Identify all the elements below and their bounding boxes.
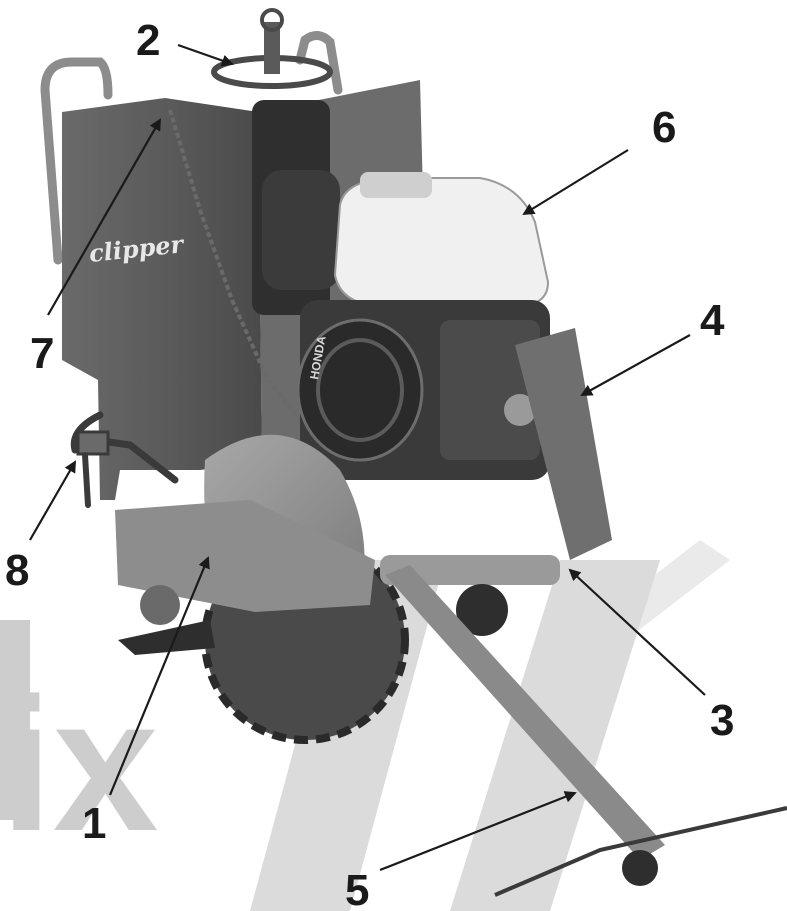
- arrow-2: [177, 43, 234, 67]
- callout-7: 7: [30, 329, 54, 378]
- arrow-5: [379, 791, 577, 872]
- chain: [168, 109, 302, 422]
- callout-labels: 1 2 3 4 5 6 7 8: [5, 16, 734, 911]
- arrow-7: [47, 118, 161, 316]
- callout-6: 6: [652, 103, 676, 152]
- callout-arrows: [29, 43, 706, 872]
- callout-4: 4: [700, 296, 725, 345]
- fuel-tank: [333, 172, 550, 306]
- engine: HONDA: [296, 300, 550, 480]
- front-base: [115, 500, 375, 655]
- callout-3: 3: [710, 696, 734, 745]
- belt-guard: [515, 328, 612, 560]
- handwheel: [211, 8, 333, 89]
- callout-5: 5: [345, 866, 369, 911]
- callout-2: 2: [136, 16, 160, 65]
- guide-arm: [385, 565, 787, 897]
- arrow-6: [522, 149, 629, 216]
- callout-8: 8: [5, 546, 29, 595]
- arrow-8: [29, 460, 76, 541]
- arrow-3: [568, 568, 706, 696]
- arrow-1: [108, 556, 210, 796]
- axle-bar: [380, 555, 560, 636]
- water-valve: [70, 411, 179, 508]
- arrow-4: [580, 334, 691, 396]
- callout-1: 1: [82, 799, 106, 848]
- handle-bar: [40, 31, 343, 265]
